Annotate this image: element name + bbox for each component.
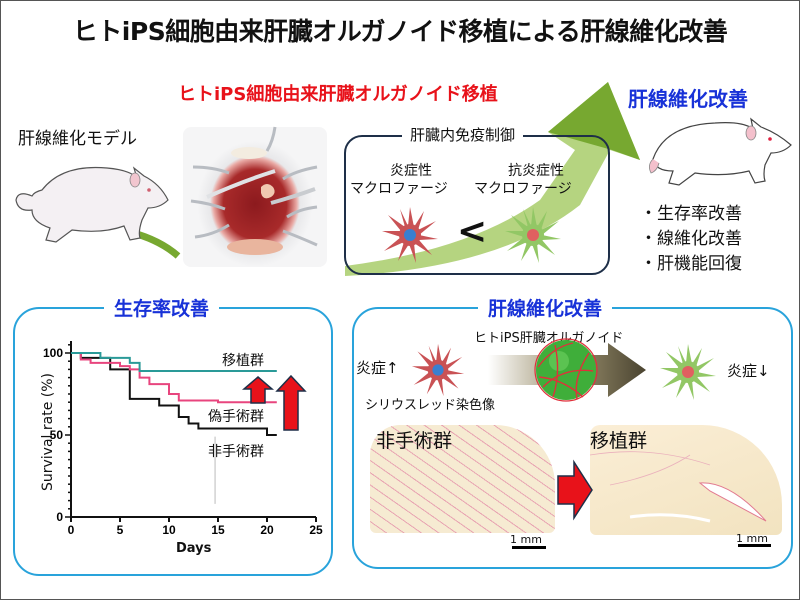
outcome-liver-function: ・肝機能回復 [640, 254, 742, 274]
immune-box-title: 肝臓内免疫制御 [402, 124, 524, 145]
sham-group-label: 偽手術群 [208, 409, 264, 425]
fibrosis-panel-title: 肝線維化改善 [478, 294, 613, 321]
x-tick-label: 25 [309, 523, 323, 537]
transplant-heading: ヒトiPS細胞由来肝臓オルガノイド移植 [178, 84, 498, 105]
anti-inflammatory-label-line1: 抗炎症性 [508, 163, 564, 179]
scale-bar-left [512, 546, 546, 549]
y-axis-label: Survival rate (%) [40, 373, 56, 492]
transplant-group-label: 移植群 [222, 353, 264, 369]
transplant-histology-image [589, 425, 782, 535]
histology-transplant-label: 移植群 [590, 430, 648, 452]
survival-curve-移植群 [71, 352, 277, 373]
comparison-symbol: < [457, 211, 488, 252]
organoid-label: ヒトiPS肝臓オルガノイド [474, 331, 624, 346]
x-tick-label: 20 [260, 523, 274, 537]
anti-inflammatory-macrophage-icon [505, 207, 561, 263]
improvement-heading: 肝線維化改善 [628, 87, 748, 111]
inflammation-up-label: 炎症↑ [356, 359, 399, 377]
no-surgery-group-label: 非手術群 [208, 444, 264, 460]
outcome-fibrosis: ・線維化改善 [640, 229, 742, 249]
outcome-survival: ・生存率改善 [640, 204, 742, 224]
x-tick-label: 10 [162, 523, 176, 537]
x-axis-label: Days [176, 541, 212, 556]
page-title: ヒトiPS細胞由来肝臓オルガノイド移植による肝線維化改善 [72, 17, 728, 46]
surgery-image [183, 126, 327, 267]
scale-bar-label-right: 1 mm [736, 532, 768, 545]
model-label: 肝線維化モデル [18, 129, 137, 149]
inflammatory-label-line2: マクロファージ [350, 181, 448, 197]
x-tick-label: 0 [68, 523, 75, 537]
fibrosis-model-rat-icon [15, 166, 169, 243]
inflammation-down-label: 炎症↓ [727, 362, 770, 380]
y-tick-label: 0 [56, 510, 63, 524]
histology-vessel-icon [589, 451, 767, 523]
x-tick-label: 5 [117, 523, 124, 537]
small-improvement-arrow-icon [241, 376, 275, 404]
inflammatory-macrophage-icon [411, 343, 465, 397]
no-surgery-histology-image [370, 425, 555, 533]
histology-no-surgery-label: 非手術群 [376, 430, 453, 452]
anti-inflammatory-macrophage-icon [660, 344, 716, 400]
scale-bar-label-left: 1 mm [510, 533, 542, 546]
stain-label: シリウスレッド染色像 [365, 398, 496, 413]
surgical-instruments-icon [190, 126, 318, 255]
y-tick-label: 50 [50, 428, 64, 442]
inflammatory-label-line1: 炎症性 [390, 163, 432, 179]
organoid-sphere-icon [534, 338, 598, 402]
survival-curve-偽手術群 [71, 352, 277, 404]
red-right-arrow-icon [557, 459, 593, 521]
inflammatory-macrophage-icon [382, 207, 438, 263]
y-tick-label: 100 [43, 346, 63, 360]
improved-rat-icon [649, 117, 792, 186]
x-tick-label: 15 [211, 523, 225, 537]
survival-panel-title: 生存率改善 [104, 294, 220, 321]
anti-inflammatory-label-line2: マクロファージ [474, 181, 572, 197]
large-improvement-arrow-icon [275, 374, 307, 431]
scale-bar-right [738, 544, 771, 547]
